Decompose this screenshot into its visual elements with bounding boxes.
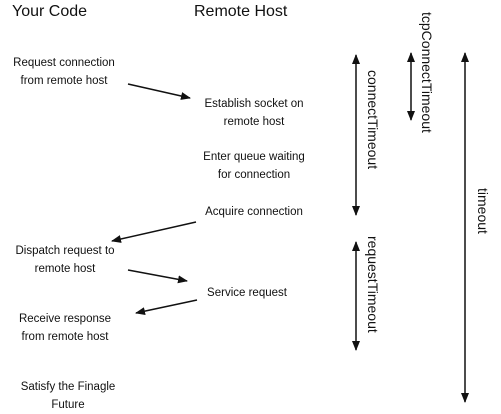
header-your-code: Your Code — [12, 3, 88, 20]
arrow-dispatch-to-service — [127, 269, 188, 284]
step-establish-socket: Establish socket on remote host — [204, 98, 304, 128]
arrow-service-to-receive — [135, 299, 198, 316]
arrow-request-to-establish — [127, 83, 191, 100]
step-satisfy-future: Satisfy the Finagle Future — [20, 381, 116, 411]
step-acquire-connection: Acquire connection — [205, 206, 303, 218]
step-enter-queue: Enter queue waiting for connection — [203, 151, 305, 181]
arrow-acquire-to-dispatch — [111, 221, 197, 243]
step-request-connection: Request connection from remote host — [13, 57, 115, 87]
step-receive-response: Receive response from remote host — [18, 313, 112, 343]
step-service-request: Service request — [207, 287, 287, 299]
step-dispatch-request: Dispatch request to remote host — [15, 245, 115, 275]
header-remote-host: Remote Host — [194, 3, 288, 20]
